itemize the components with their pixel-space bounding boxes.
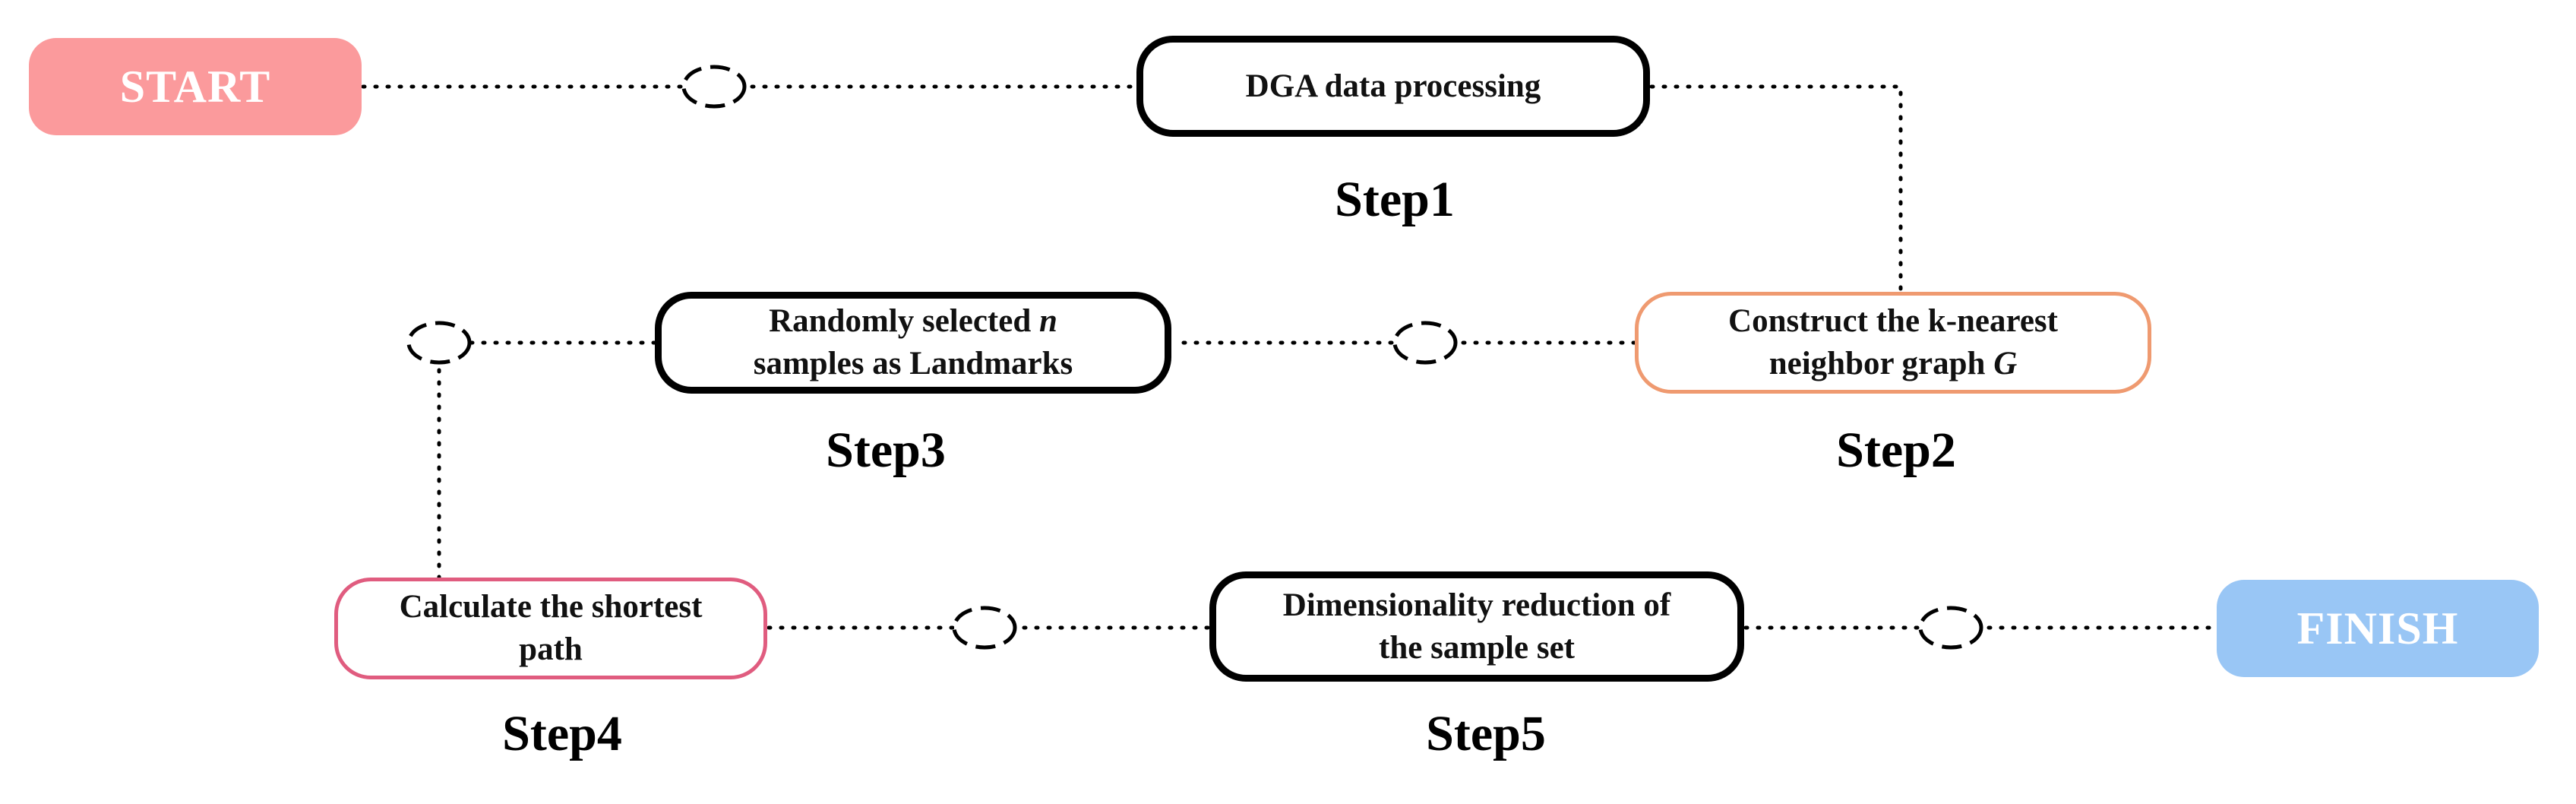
step1-text: DGA data processing: [1245, 68, 1541, 104]
step1-box: DGA data processing: [1136, 36, 1650, 137]
connector-step3-step4: [437, 340, 657, 580]
step4-text-line2: path: [519, 631, 583, 667]
connector-step1-step2: [1649, 84, 1903, 294]
step5-text-line2: the sample set: [1379, 629, 1575, 666]
step3-label: Step3: [826, 423, 946, 478]
step1-label: Step1: [1335, 172, 1455, 227]
step3-text-line2: samples as Landmarks: [753, 346, 1073, 381]
step4-label: Step4: [502, 706, 622, 761]
start-terminal: START: [29, 38, 362, 135]
junction-marker: [1918, 606, 1983, 650]
step3-box: Randomly selected n samples as Landmarks: [655, 292, 1171, 394]
step5-box: Dimensionality reduction of the sample s…: [1209, 571, 1744, 682]
step5-text-line1: Dimensionality reduction of: [1282, 587, 1671, 623]
step4-box: Calculate the shortest path: [334, 578, 767, 679]
junction-marker: [406, 321, 472, 365]
step2-text-line1: Construct the k-nearest: [1728, 303, 2058, 340]
step3-text-line1: Randomly selected: [769, 303, 1039, 340]
step4-text: Calculate the shortest path: [400, 586, 703, 671]
step3-text: Randomly selected n samples as Landmarks: [754, 300, 1073, 385]
step4-text-line1: Calculate the shortest: [399, 589, 703, 625]
step2-text-line2: neighbor graph: [1768, 346, 1994, 381]
step2-text: Construct the k-nearest neighbor graph G: [1728, 300, 2058, 385]
step2-label: Step2: [1836, 423, 1956, 478]
step5-label: Step5: [1426, 706, 1546, 761]
step5-text: Dimensionality reduction of the sample s…: [1283, 584, 1670, 669]
finish-terminal: FINISH: [2217, 580, 2539, 677]
junction-marker: [1392, 321, 1458, 365]
step3-text-variable: n: [1038, 303, 1057, 340]
step2-box: Construct the k-nearest neighbor graph G: [1635, 292, 2151, 394]
junction-marker: [952, 606, 1017, 650]
junction-marker: [681, 65, 747, 109]
step2-text-variable: G: [1993, 346, 2018, 381]
